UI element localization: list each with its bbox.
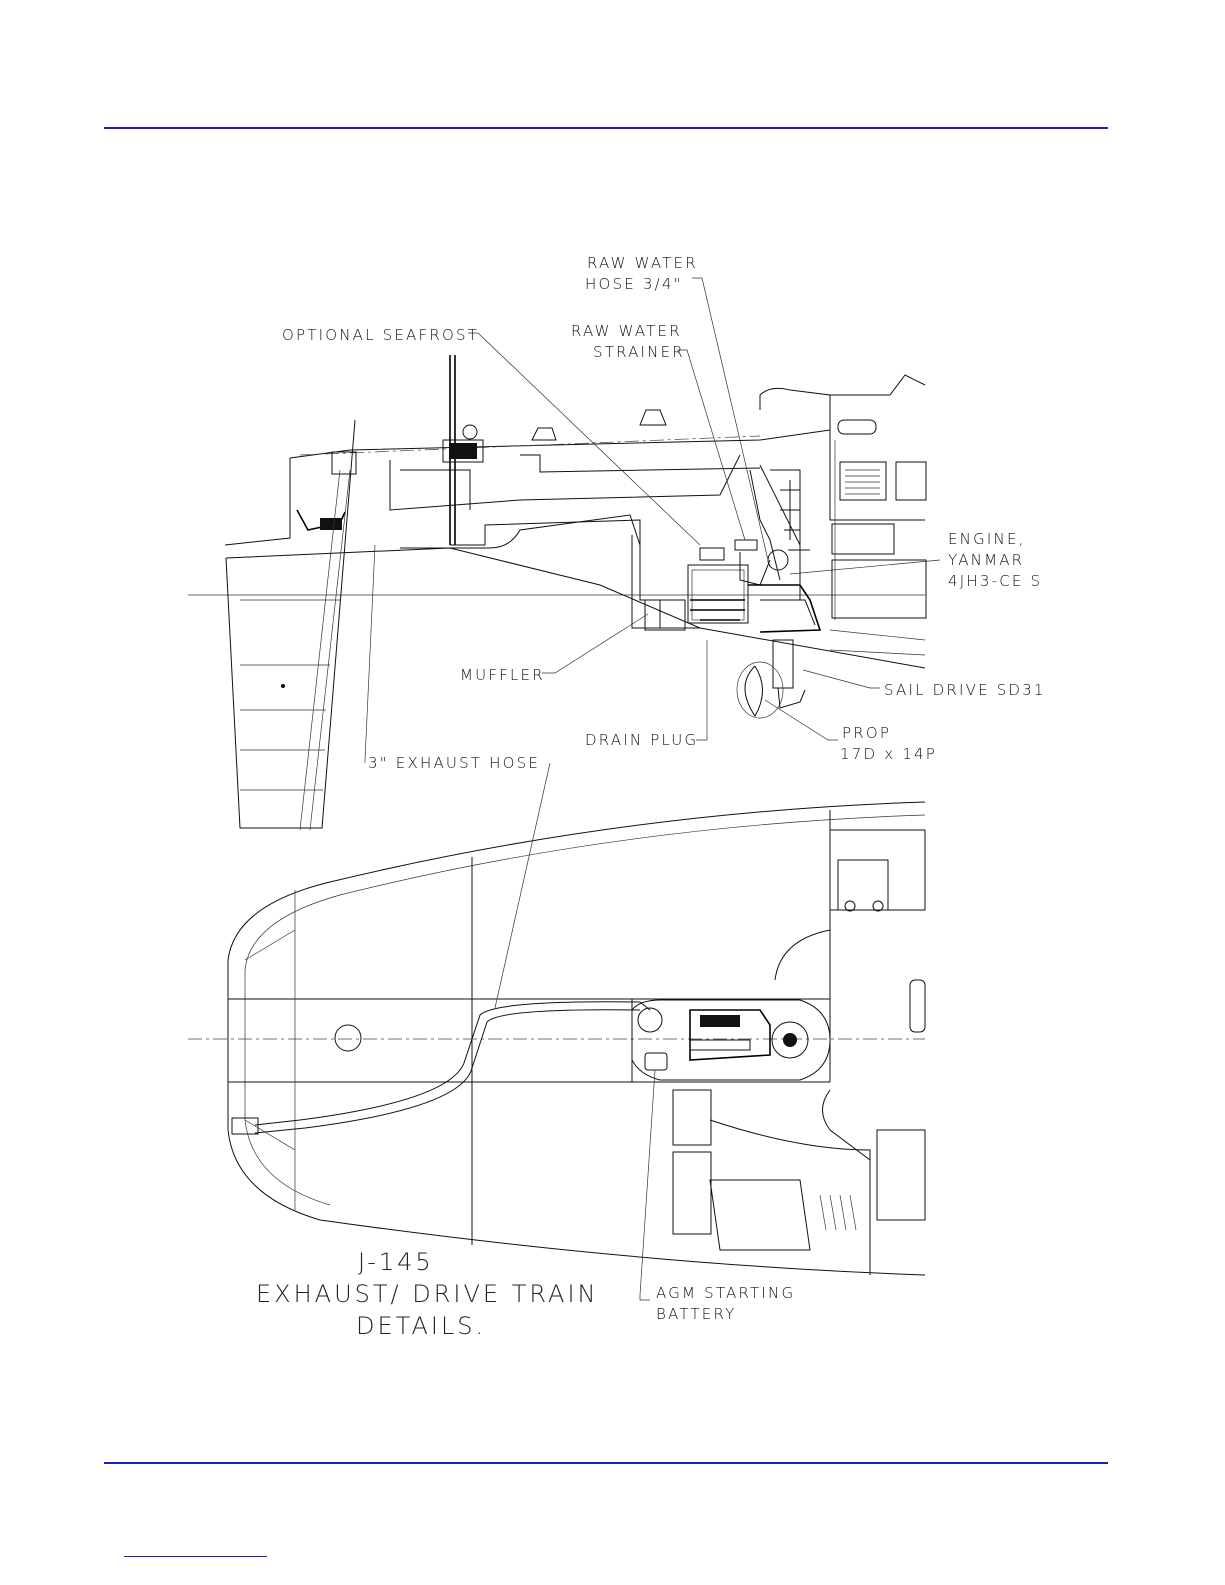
label-prop-1: PROP xyxy=(842,724,891,742)
label-sail-drive: SAIL DRIVE SD31 xyxy=(884,681,1046,699)
label-muffler: MUFFLER xyxy=(460,666,545,684)
label-agm-battery-2: BATTERY xyxy=(656,1305,736,1323)
label-engine-3: 4JH3-CE S xyxy=(948,572,1042,590)
label-raw-water-hose-2: HOSE 3/4" xyxy=(585,275,683,293)
label-engine-1: ENGINE, xyxy=(948,530,1026,548)
leader-lines xyxy=(365,278,940,1300)
label-engine-2: YANMAR xyxy=(948,551,1024,569)
label-raw-water-strainer-1: RAW WATER xyxy=(571,322,682,340)
drawing-title-3: DETAILS. xyxy=(356,1312,486,1340)
label-raw-water-strainer-2: STRAINER xyxy=(593,343,685,361)
label-prop-2: 17D x 14P xyxy=(840,745,937,763)
label-raw-water-hose-1: RAW WATER xyxy=(587,254,698,272)
label-exhaust-hose: 3" EXHAUST HOSE xyxy=(368,754,540,772)
label-optional-seafrost: OPTIONAL SEAFROST xyxy=(282,326,479,344)
drawing-title-2: EXHAUST/ DRIVE TRAIN xyxy=(256,1280,599,1308)
plan-view xyxy=(188,802,925,1295)
drawing-title-1: J-145 xyxy=(358,1248,434,1276)
battery-outline xyxy=(645,1053,667,1070)
drain-point-icon xyxy=(281,684,285,688)
labels: RAW WATER HOSE 3/4" OPTIONAL SEAFROST RA… xyxy=(256,254,1046,1340)
sail-drive xyxy=(737,640,805,718)
label-drain-plug: DRAIN PLUG xyxy=(585,731,698,749)
label-agm-battery-1: AGM STARTING xyxy=(656,1284,795,1302)
side-elevation xyxy=(188,355,926,830)
